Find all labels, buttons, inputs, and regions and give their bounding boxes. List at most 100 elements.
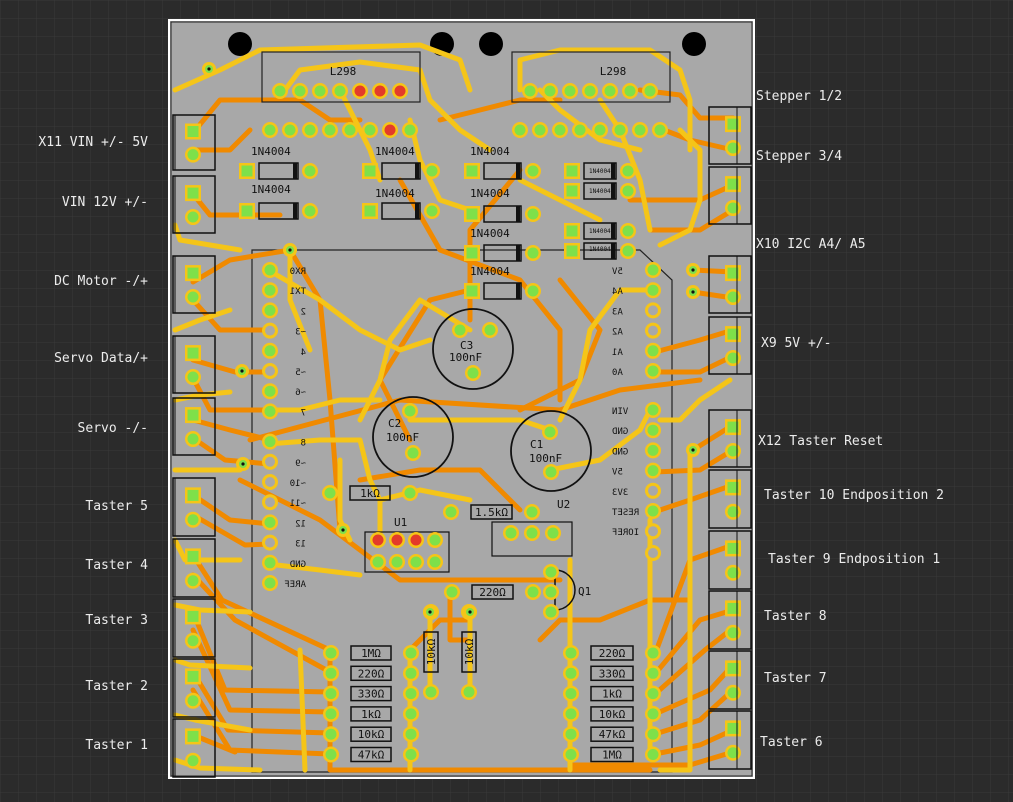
terminal-pad	[185, 345, 201, 362]
arduino-left-header-pin	[262, 575, 278, 591]
arduino-right-pin-label: A4	[612, 287, 623, 297]
arduino-right-pin-label: 5V	[611, 468, 622, 478]
resistor: 1kΩ	[590, 685, 634, 702]
cap-c1-ref: C1	[530, 438, 543, 451]
diode	[583, 222, 617, 240]
diode	[483, 244, 522, 262]
terminal-pad	[725, 503, 741, 520]
connector-label-right: X10 I2C A4/ A5	[756, 237, 866, 252]
arduino-left-pin-label: 13	[295, 540, 306, 550]
arduino-right-header-pin	[645, 322, 661, 339]
resistor-value: 10kΩ	[599, 708, 626, 721]
diode	[583, 182, 617, 200]
diode-pad	[525, 245, 541, 261]
via	[235, 364, 249, 378]
u1-pad	[370, 532, 386, 548]
capacitor-pad	[542, 424, 558, 440]
diode-pad	[620, 223, 636, 239]
diode-pad	[564, 243, 580, 259]
terminal-pad	[725, 744, 741, 761]
resistor-pad	[322, 485, 338, 501]
l298-left-pad	[262, 122, 278, 138]
terminal-pad	[185, 123, 201, 140]
resistor: 10kΩ	[423, 631, 439, 673]
diode-label: 1N4004	[251, 145, 291, 158]
l298-right-pad	[602, 83, 618, 99]
l298-left-pad	[402, 122, 418, 138]
terminal-pad	[185, 511, 201, 528]
l298-left-pad	[342, 122, 358, 138]
resistor-pad	[443, 504, 459, 520]
q1-pad	[543, 584, 559, 600]
arduino-right-header-pin	[645, 342, 661, 359]
via	[463, 605, 477, 619]
l298-left-pad	[292, 83, 308, 99]
terminal-pad	[725, 289, 741, 306]
l298-left-pad	[322, 122, 338, 138]
resistor-pad	[323, 645, 339, 661]
diode	[483, 282, 522, 300]
arduino-left-header-pin	[262, 403, 278, 420]
q1-label: Q1	[578, 585, 591, 598]
u2-pad	[503, 525, 519, 541]
arduino-left-pin-label: 4	[301, 348, 306, 358]
diode-pad	[362, 203, 378, 219]
capacitor-pad	[482, 322, 498, 338]
terminal-pad	[185, 668, 201, 685]
terminal-pad	[725, 140, 741, 157]
capacitor-outlines	[372, 308, 592, 492]
resistor: 220Ω	[590, 645, 634, 661]
l298-left-pad	[332, 83, 348, 99]
terminal-pad	[725, 265, 741, 282]
resistor-pad	[645, 726, 661, 743]
arduino-left-pin-label: ~3	[295, 328, 306, 338]
l298-left-pad	[282, 122, 298, 138]
u1-pad	[408, 554, 424, 570]
terminal-pad	[185, 487, 201, 504]
resistor: 1MΩ	[350, 645, 392, 661]
arduino-right-header-pin	[645, 523, 661, 540]
screw-terminal-left	[172, 477, 216, 537]
diode-label: 1N4004	[251, 183, 291, 196]
screw-terminal-right	[708, 166, 752, 225]
resistor-value: 1MΩ	[602, 749, 622, 762]
diode-label: 1N4004	[589, 168, 611, 175]
arduino-right-pin-label: RESET	[611, 508, 639, 518]
arduino-right-pin-label: GND	[612, 427, 628, 437]
screw-terminal-left	[172, 658, 216, 718]
l298-right-pad	[572, 122, 588, 138]
terminal-pad	[725, 660, 741, 677]
screw-terminal-left	[172, 397, 216, 456]
resistor-value: 47kΩ	[358, 749, 385, 762]
arduino-left-pin-label: AREF	[284, 580, 306, 590]
diode	[258, 162, 299, 180]
arduino-right-pin-label: 3V3	[612, 488, 628, 498]
resistor-pad	[444, 584, 460, 600]
terminal-pad	[725, 350, 741, 367]
diode-labels: 1N4004 1N4004 1N4004 1N4004 1N4004 1N400…	[251, 145, 611, 278]
resistor-pad	[563, 726, 579, 743]
diode-pad	[302, 203, 318, 219]
resistor-value: 1kΩ	[360, 487, 380, 500]
via	[686, 263, 700, 277]
screw-terminal-left	[172, 538, 216, 598]
q1-pad	[543, 604, 559, 620]
diode	[381, 162, 421, 180]
resistor-value: 10kΩ	[425, 638, 438, 665]
pads	[185, 62, 741, 769]
resistor: 10kΩ	[461, 631, 477, 673]
terminal-pad	[185, 289, 201, 306]
l298-right-pad	[562, 83, 578, 99]
diode-label: 1N4004	[589, 228, 611, 235]
arduino-left-pin-label: 7	[301, 408, 306, 418]
arduino-left-pin-label: 2	[301, 307, 306, 317]
l298-right-pad	[592, 122, 608, 138]
resistor-pad	[403, 665, 419, 682]
arduino-right-header-pin	[645, 402, 661, 418]
terminal-pad	[185, 752, 201, 769]
diode-pad	[525, 283, 541, 299]
arduino-left-header-pin	[262, 534, 278, 551]
resistor: 330Ω	[350, 685, 392, 702]
terminal-pad	[185, 265, 201, 282]
